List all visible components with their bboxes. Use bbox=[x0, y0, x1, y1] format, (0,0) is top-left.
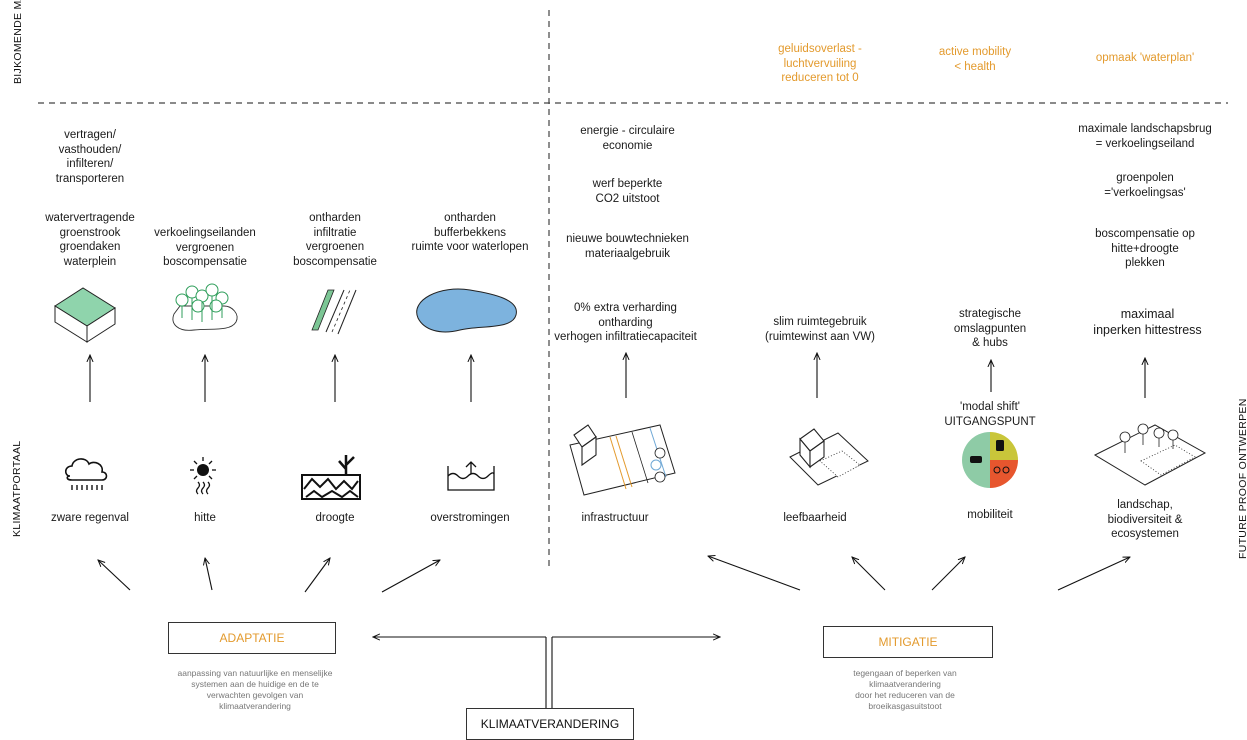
landscape-note: maximaal inperken hittestress bbox=[1093, 307, 1202, 337]
theme-label: leefbaarheid bbox=[783, 512, 847, 524]
drought-icon bbox=[301, 455, 361, 500]
diagonal-arrow bbox=[98, 560, 131, 591]
mobility-note: strategische omslagpunten & hubs bbox=[953, 308, 1027, 349]
diagonal-arrow bbox=[304, 558, 330, 593]
theme-label: infrastructuur bbox=[581, 512, 649, 524]
road-green-strip-icon bbox=[311, 289, 357, 335]
adaptatie-box: ADAPTATIE bbox=[168, 622, 336, 654]
theme-label: landschap, biodiversiteit & ecosystemen bbox=[1107, 499, 1183, 540]
measure-text: verkoelingseilanden vergroenen boscompen… bbox=[154, 227, 256, 268]
livability-note: slim ruimtegebruik (ruimtewinst aan VW) bbox=[765, 316, 875, 343]
threat-label: droogte bbox=[315, 512, 355, 524]
modal-shift-pie-icon bbox=[962, 432, 1018, 488]
measure-text: ontharden infiltratie vergroenen boscomp… bbox=[293, 212, 377, 268]
diagonal-arrow bbox=[852, 557, 886, 591]
infrastructure-plan-icon bbox=[569, 424, 676, 496]
landscape-note: boscompensatie op hitte+droogte plekken bbox=[1095, 228, 1195, 269]
diagonal-arrow bbox=[708, 556, 801, 591]
green-roof-icon bbox=[54, 287, 116, 343]
threat-label: overstromingen bbox=[430, 512, 510, 524]
orange-note-water: opmaak 'waterplan' bbox=[1095, 52, 1195, 64]
side-label-bijkomende: BIJKOMENDE MAATREGELEN bbox=[12, 0, 24, 84]
orange-note-mobility: active mobility < health bbox=[938, 46, 1012, 73]
infra-note: werf beperkte CO2 uitstoot bbox=[592, 178, 663, 205]
diagonal-arrow bbox=[931, 557, 965, 591]
threat-label: hitte bbox=[194, 512, 216, 524]
retention-pond-icon bbox=[416, 288, 517, 333]
side-label-klimaatportaal: KLIMAATPORTAAL bbox=[11, 440, 23, 537]
modal-shift-note: 'modal shift' UITGANGSPUNT bbox=[944, 401, 1036, 428]
orange-note-noise: geluidsoverlast - luchtvervuiling reduce… bbox=[778, 43, 862, 84]
diagonal-arrow bbox=[205, 558, 213, 591]
sun-heat-icon bbox=[190, 457, 216, 495]
diagonal-arrow bbox=[1057, 557, 1130, 591]
diagonal-arrow bbox=[381, 560, 440, 593]
flooding-icon bbox=[447, 461, 495, 491]
infra-note: nieuwe bouwtechnieken materiaalgebruik bbox=[566, 233, 689, 260]
mitigatie-description: tegengaan of beperken van klimaatverande… bbox=[853, 668, 957, 711]
mitigatie-box: MITIGATIE bbox=[823, 626, 993, 658]
livability-house-icon bbox=[789, 428, 869, 486]
theme-label: mobiliteit bbox=[967, 509, 1013, 521]
klimaatverandering-box: KLIMAATVERANDERING bbox=[466, 708, 634, 740]
adaptation-top-note: vertragen/ vasthouden/ infilteren/ trans… bbox=[55, 129, 125, 185]
infra-note: energie - circulaire economie bbox=[580, 125, 675, 152]
heavy-rain-icon bbox=[64, 458, 108, 490]
side-label-future-proof: FUTURE PROOF ONTWERPEN bbox=[1237, 398, 1247, 559]
landscape-note: groenpolen ='verkoelingsas' bbox=[1104, 172, 1186, 199]
measure-text: ontharden bufferbekkens ruimte voor wate… bbox=[411, 212, 529, 253]
cooling-island-trees-icon bbox=[172, 283, 238, 331]
adaptatie-description: aanpassing van natuurlijke en menselijke… bbox=[177, 668, 333, 711]
measure-text: watervertragende groenstrook groendaken … bbox=[45, 212, 135, 268]
threat-label: zware regenval bbox=[51, 512, 129, 524]
landscape-biodiversity-icon bbox=[1093, 423, 1207, 486]
landscape-note: maximale landschapsbrug = verkoelingseil… bbox=[1078, 123, 1212, 150]
infra-note: 0% extra verharding ontharding verhogen … bbox=[554, 302, 697, 343]
